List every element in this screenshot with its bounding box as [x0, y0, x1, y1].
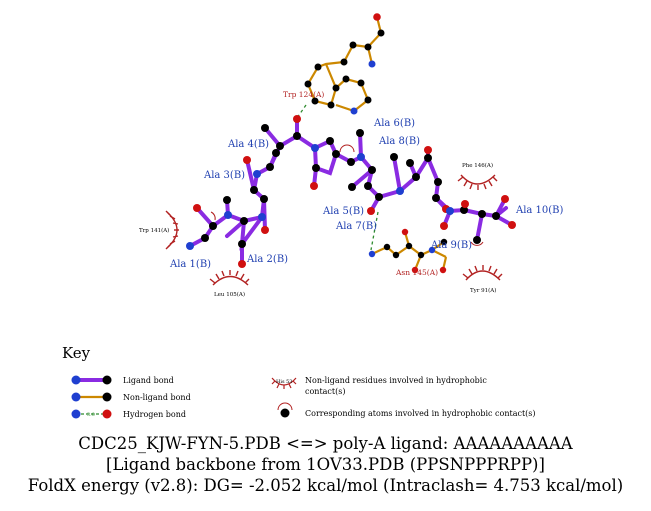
label-ala2: Ala 2(B)	[246, 254, 288, 265]
label-ala5: Ala 5(B)	[322, 206, 364, 217]
ligand-atoms	[186, 115, 516, 268]
label-phe146: Phe 146(A)	[462, 162, 493, 169]
label-trp124: Trp 124(A)	[283, 90, 324, 99]
label-trp141: Trp 141(A)	[139, 227, 169, 234]
label-ala9: Ala 9(B)	[430, 240, 472, 251]
protein-residue-labels: Trp 124(A) Asn 145(A)	[283, 90, 438, 277]
tyr91-fan	[462, 265, 503, 281]
trp141-fan	[165, 210, 179, 250]
trp124-atoms	[304, 13, 385, 115]
label-leu105: Leu 105(A)	[214, 291, 245, 298]
label-ala4: Ala 4(B)	[227, 139, 269, 150]
label-tyr91: Tyr 91(A)	[470, 287, 496, 294]
key-ligand-bond: Ligand bond	[123, 376, 174, 385]
key-hydrophobic-atoms: Corresponding atoms involved in hydropho…	[305, 409, 536, 418]
key-hydrophobic-residues-2: contact(s)	[305, 387, 345, 396]
ligand-residue-labels: Ala 1(B) Ala 2(B) Ala 3(B) Ala 4(B) Ala …	[169, 118, 564, 270]
caption-line2: [Ligand backbone from 1OV33.PDB (PPSNPPP…	[106, 455, 545, 474]
label-ala6: Ala 6(B)	[373, 118, 415, 129]
label-asn145: Asn 145(A)	[395, 268, 438, 277]
label-ala1: Ala 1(B)	[169, 259, 211, 270]
key: Key Ligand bond Non-ligand bond 3.0 Hydr…	[62, 344, 536, 419]
label-ala8: Ala 8(B)	[378, 136, 420, 147]
key-hbond: Hydrogen bond	[123, 410, 186, 419]
leu105-fan	[209, 270, 250, 286]
hbond-asn145	[370, 211, 379, 251]
caption-line3: FoldX energy (v2.8): DG= -2.052 kcal/mol…	[27, 476, 624, 495]
key-hbond-dist: 3.0	[87, 412, 95, 418]
label-ala3: Ala 3(B)	[203, 170, 245, 181]
label-ala7: Ala 7(B)	[335, 221, 377, 232]
key-title: Key	[62, 344, 91, 362]
caption-line1: CDC25_KJW-FYN-5.PDB <=> poly-A ligand: A…	[78, 434, 573, 453]
phe146-fan	[457, 174, 498, 190]
label-ala10: Ala 10(B)	[515, 205, 564, 216]
asn145-atoms	[368, 228, 448, 274]
key-hydrophobic-residues-1: Non-ligand residues involved in hydropho…	[305, 376, 487, 385]
key-his53: His 53	[276, 379, 292, 385]
key-nonligand-bond: Non-ligand bond	[123, 393, 191, 402]
ligand-hydrophobic-arcs	[210, 144, 484, 246]
hydrophobic-residue-labels: Phe 146(A) Tyr 91(A) Leu 105(A) Trp 141(…	[139, 162, 496, 298]
